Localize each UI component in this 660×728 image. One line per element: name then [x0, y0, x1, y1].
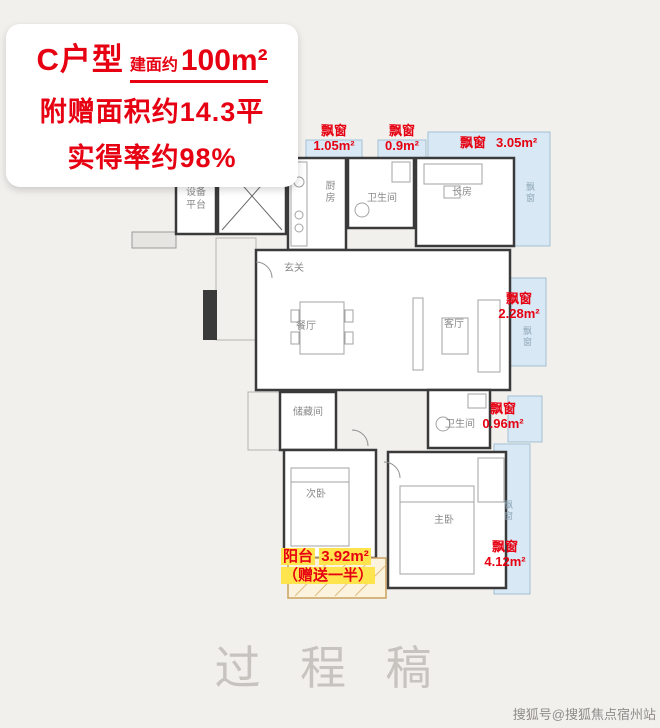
gross-area-value: 100m² — [180, 44, 268, 77]
door-arcs — [255, 261, 401, 479]
efficiency-line: 实得率约98% — [67, 143, 237, 173]
balcony-area: 3.92m² — [319, 548, 371, 565]
info-card-title-row: C户型 建面约 100m² — [12, 34, 292, 83]
source-credit: 搜狐号@搜狐焦点宿州站 — [512, 707, 656, 722]
room-walls — [174, 156, 516, 590]
balcony-name: 阳台 — [281, 548, 316, 565]
bonus-area-line: 附赠面积约14.3平 — [39, 97, 265, 127]
balcony-label: 阳台 3.92m² （赠送一半） — [281, 548, 376, 586]
balcony-note: （赠送一半） — [281, 567, 376, 584]
unit-type-label: C户型 — [36, 42, 124, 77]
gross-area-group: 建面约 100m² — [129, 44, 268, 83]
draft-watermark: 过 程 稿 — [214, 643, 446, 694]
furniture — [290, 161, 505, 575]
gross-area-prefix: 建面约 — [129, 57, 178, 74]
external-structures — [131, 231, 281, 451]
info-card: C户型 建面约 100m² 附赠面积约14.3平 实得率约98% — [6, 24, 298, 187]
